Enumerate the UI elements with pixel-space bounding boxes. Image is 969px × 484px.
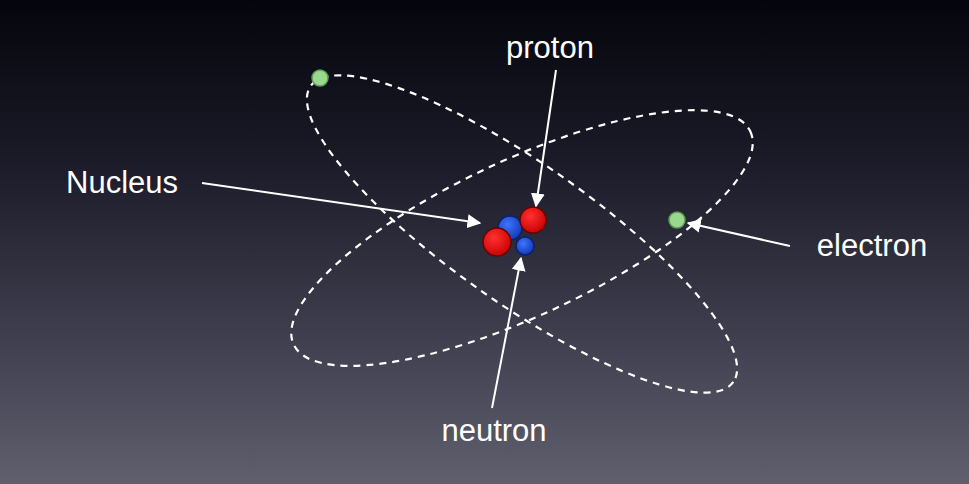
electron-dot — [312, 70, 328, 86]
nucleus-particles — [483, 207, 546, 256]
part-label: proton — [506, 30, 594, 66]
electron-orbit — [261, 29, 784, 440]
leader-line — [202, 70, 790, 408]
part-label: neutron — [441, 413, 546, 449]
electron-dot — [669, 212, 685, 228]
part-label: electron — [817, 228, 927, 264]
part-label: Nucleus — [66, 165, 178, 201]
